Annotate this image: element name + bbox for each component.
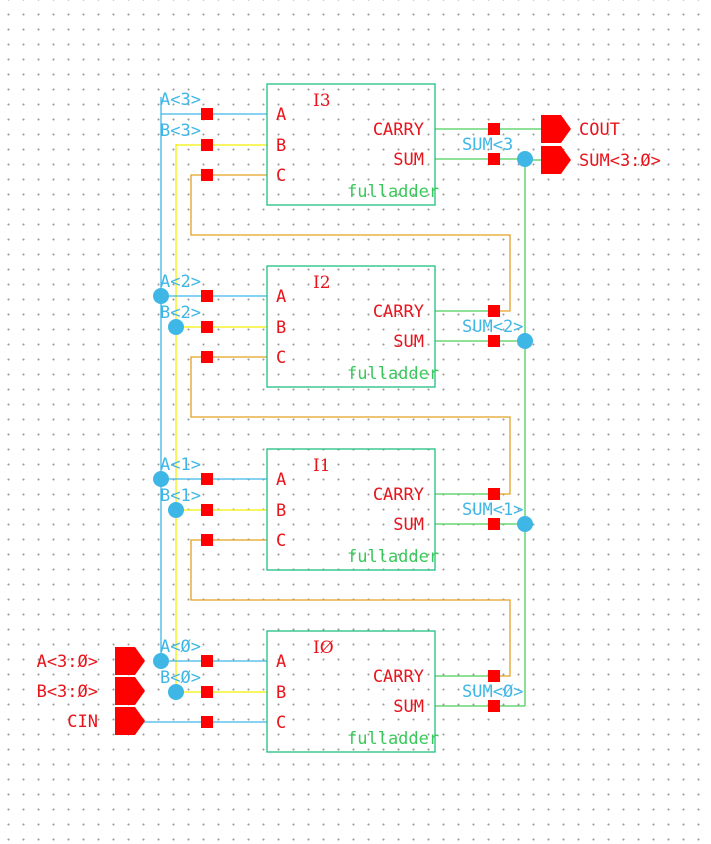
connection-carry [488,670,500,682]
connection-c [201,534,213,546]
instance-block-I3[interactable] [266,83,436,206]
pin-name-a: A [276,287,286,307]
net-label-a: A<1> [160,455,201,475]
connection-a [201,108,213,120]
connection-a [201,290,213,302]
wires-layer [140,97,541,723]
connection-b [201,686,213,698]
pin-name-b: B [276,501,286,521]
net-label-b: B<1> [160,486,201,506]
net-label-a: A<3> [160,90,201,110]
cell-name: fulladder [347,547,439,567]
instance-name: IØ [313,638,334,658]
pin-name-c: C [276,531,286,551]
input-pin-0[interactable] [115,647,145,675]
pin-name-a: A [276,470,286,490]
net-label-a: A<Ø> [160,637,201,657]
pin-name-carry: CARRY [373,120,424,140]
pin-name-c: C [276,348,286,368]
input-pin-2[interactable] [115,707,145,735]
output-pin-1[interactable] [541,146,571,174]
pin-name-carry: CARRY [373,667,424,687]
pin-name-sum: SUM [393,515,424,535]
input-pin-label: B<3:Ø> [37,682,98,702]
connection-carry [488,305,500,317]
pin-name-carry: CARRY [373,485,424,505]
net-label-b: B<Ø> [160,668,201,688]
connection-b [201,321,213,333]
net-label-sum: SUM<1> [462,500,523,520]
net-label-sum: SUM<Ø> [462,682,523,702]
pin-name-a: A [276,105,286,125]
instance-name: I2 [313,273,331,293]
junction-sum [517,516,533,532]
instance-block-IØ[interactable] [266,630,436,753]
instances-layer: I3ABCCARRYSUMfulladderA<3>B<3>SUM<3I2ABC… [153,83,533,753]
pin-name-c: C [276,166,286,186]
instance-name: I1 [313,456,331,476]
connection-carry [488,488,500,500]
net-label-sum: SUM<3 [462,135,513,155]
pin-name-b: B [276,318,286,338]
input-pin-label: A<3:Ø> [37,652,98,672]
junction-b [168,684,184,700]
pin-name-sum: SUM [393,150,424,170]
input-pin-1[interactable] [115,677,145,705]
instance-block-I2[interactable] [266,265,436,388]
pin-name-sum: SUM [393,332,424,352]
cell-name: fulladder [347,364,439,384]
connection-b [201,139,213,151]
net-label-b: B<2> [160,303,201,323]
cell-name: fulladder [347,729,439,749]
junction-b [168,502,184,518]
pin-name-sum: SUM [393,697,424,717]
net-label-b: B<3> [160,121,201,141]
connection-sum [488,335,500,347]
junction-sum [517,151,533,167]
connection-a [201,473,213,485]
junction-a [153,653,169,669]
input-pin-label: CIN [67,712,98,732]
junction-a [153,288,169,304]
junction-b [168,319,184,335]
instance-block-I1[interactable] [266,448,436,571]
output-pin-label: COUT [579,120,620,140]
connection-c [201,351,213,363]
connection-c [201,169,213,181]
io-pins-layer: A<3:Ø> B<3:Ø> CIN COUT SUM<3:Ø> [37,115,661,735]
connection-sum [488,518,500,530]
pin-name-a: A [276,652,286,672]
junction-a [153,471,169,487]
pin-name-b: B [276,683,286,703]
cell-name: fulladder [347,182,439,202]
connection-sum [488,153,500,165]
net-label-sum: SUM<2> [462,317,523,337]
junction-sum [517,333,533,349]
output-pin-label: SUM<3:Ø> [579,151,661,171]
pin-name-b: B [276,136,286,156]
connection-carry [488,123,500,135]
pin-name-carry: CARRY [373,302,424,322]
connection-c [201,716,213,728]
net-label-a: A<2> [160,272,201,292]
instance-name: I3 [313,91,331,111]
output-pin-0[interactable] [541,115,571,143]
pin-name-c: C [276,713,286,733]
connection-a [201,655,213,667]
connection-sum [488,700,500,712]
connection-b [201,504,213,516]
